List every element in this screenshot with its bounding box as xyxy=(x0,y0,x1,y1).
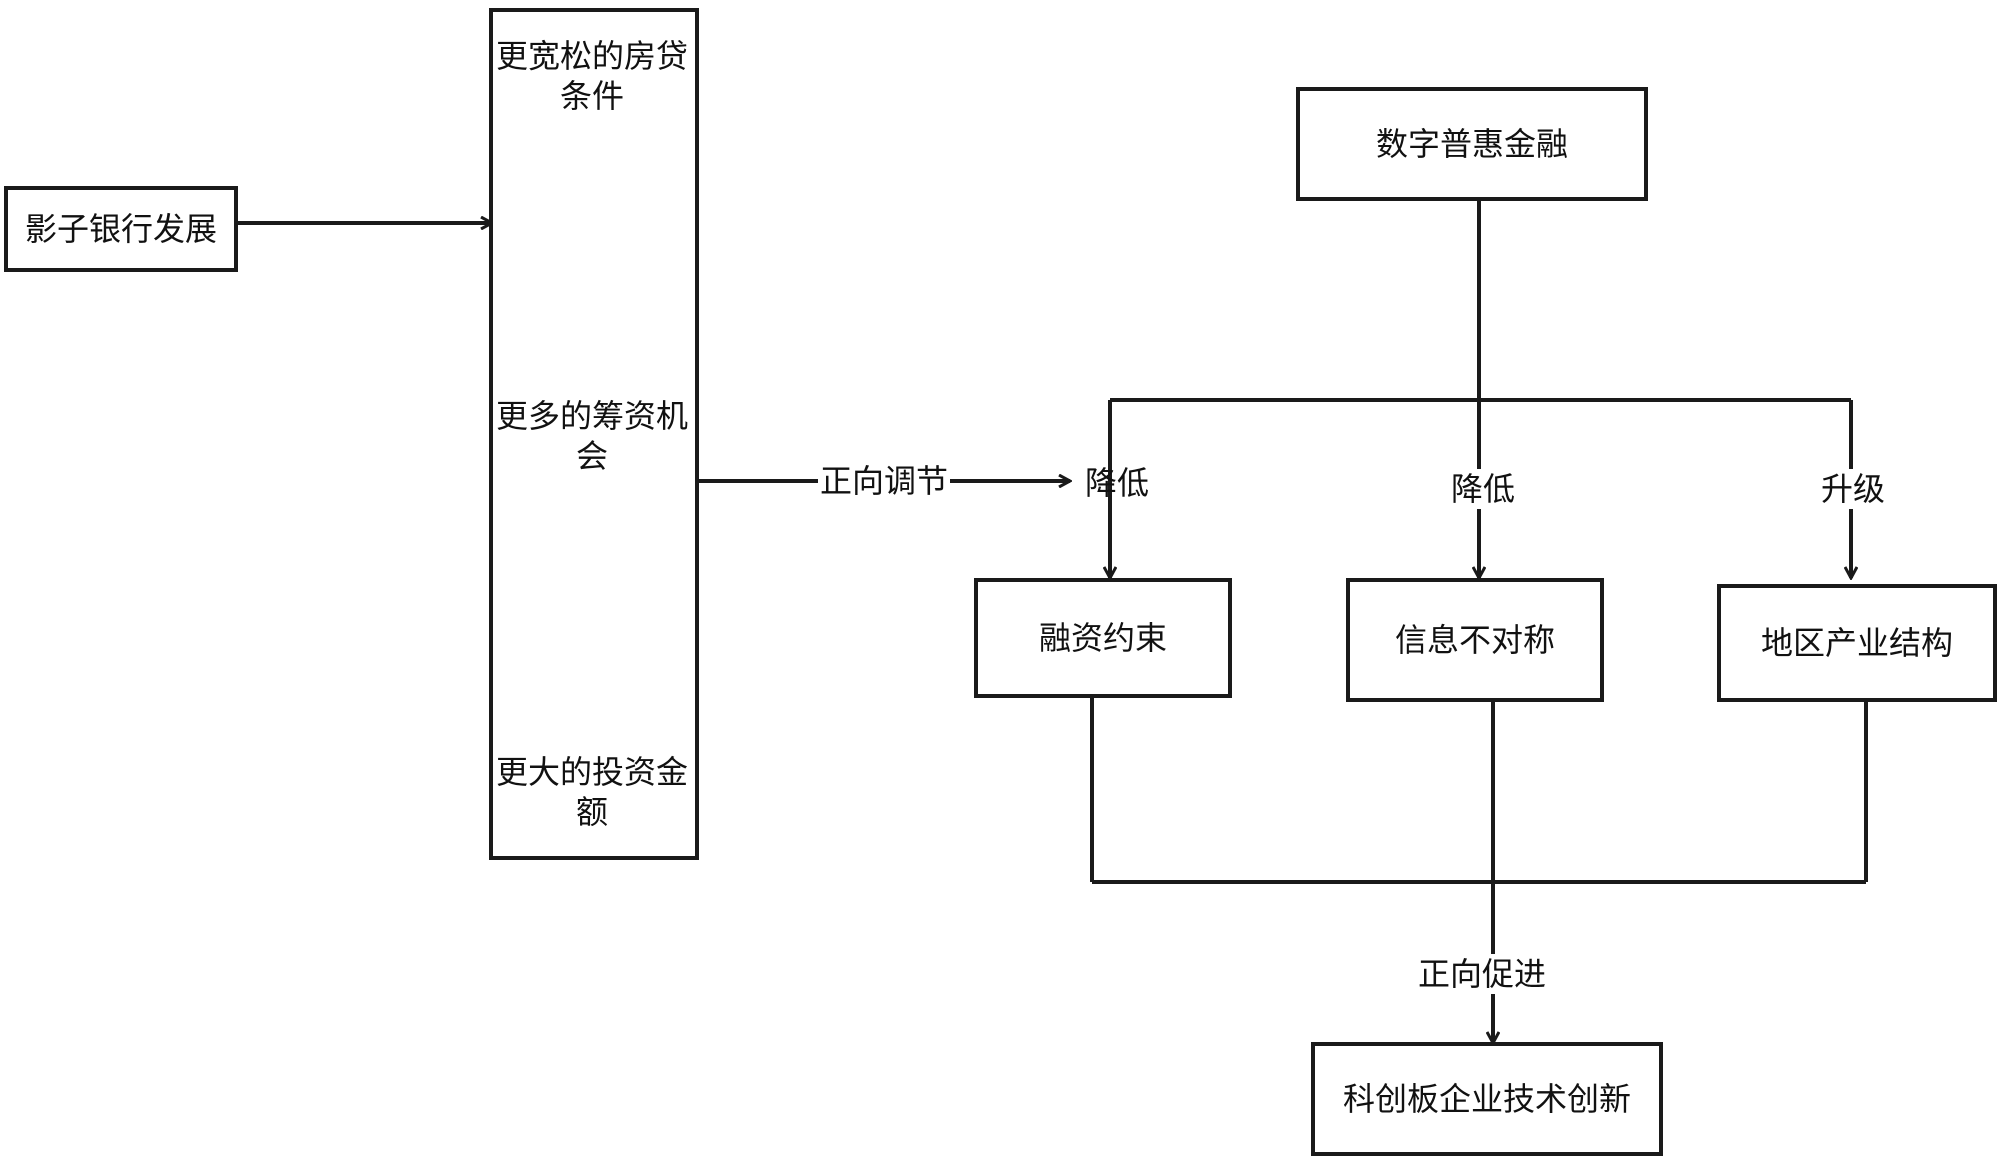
financing-constraint-box: 融资约束 xyxy=(974,578,1232,698)
reduce-label-1: 降低 xyxy=(1085,464,1150,502)
positive-promotion-label: 正向促进 xyxy=(1416,954,1549,994)
positive-moderation-label: 正向调节 xyxy=(818,461,951,501)
upgrade-label: 升级 xyxy=(1819,469,1888,509)
digital-finance-box: 数字普惠金融 xyxy=(1296,87,1648,201)
industrial-structure-label: 地区产业结构 xyxy=(1760,624,1953,662)
more-financing-label: 更多的筹资机会 xyxy=(495,397,688,475)
larger-investment-label: 更大的投资金额 xyxy=(495,753,688,831)
shadow-banking-box: 影子银行发展 xyxy=(4,186,238,272)
shadow-banking-label: 影子银行发展 xyxy=(24,210,217,248)
industrial-structure-box: 地区产业结构 xyxy=(1717,584,1997,702)
channels-column-box xyxy=(489,8,699,860)
financing-constraint-label: 融资约束 xyxy=(1038,619,1167,657)
digital-finance-label: 数字普惠金融 xyxy=(1375,125,1568,163)
loose-mortgage-label: 更宽松的房贷条件 xyxy=(495,37,688,115)
info-asymmetry-box: 信息不对称 xyxy=(1346,578,1604,702)
reduce-label-2: 降低 xyxy=(1449,469,1518,509)
star-market-innovation-label: 科创板企业技术创新 xyxy=(1342,1080,1631,1118)
info-asymmetry-label: 信息不对称 xyxy=(1394,621,1555,659)
star-market-innovation-box: 科创板企业技术创新 xyxy=(1311,1042,1663,1156)
